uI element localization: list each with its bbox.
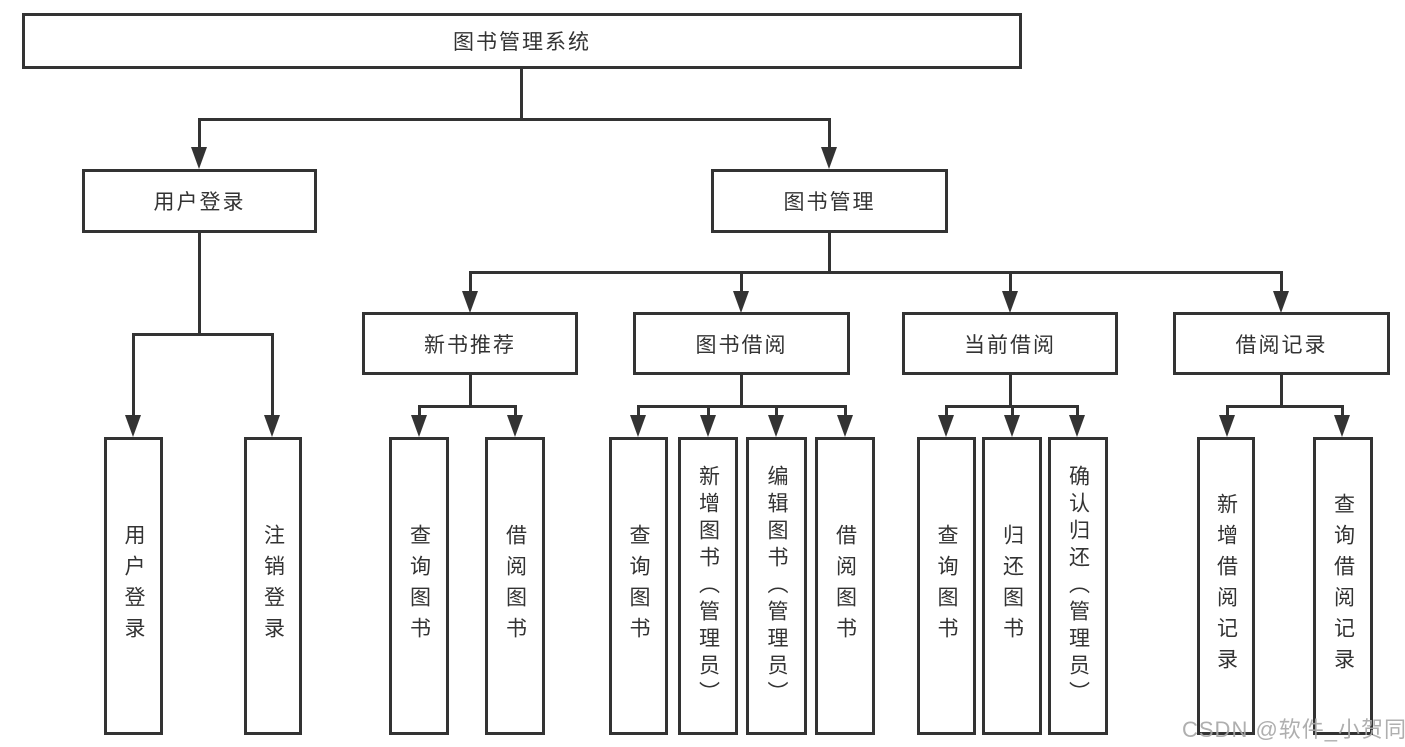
leaf-recommend-query-books-label: 查询图书	[407, 524, 431, 648]
arrow-down-bor-borrow	[837, 415, 853, 437]
arrow-down-rec-borrow	[507, 415, 523, 437]
leaf-user-login-label: 用户登录	[122, 524, 145, 648]
connector-to-bor-edit	[775, 407, 778, 416]
connector-root-to-book-mgmt	[828, 120, 831, 149]
connector-borrow-records-stem	[1280, 375, 1283, 407]
leaf-borrow-edit-books-admin: 编辑图书（管理员）	[746, 437, 807, 735]
arrow-down-new-book-rec	[462, 291, 478, 313]
arrow-down-brec-add	[1219, 415, 1235, 437]
connector-to-leaf-logout	[271, 335, 274, 416]
connector-to-cur-confirm	[1076, 407, 1079, 416]
leaf-current-return-books: 归还图书	[982, 437, 1042, 735]
node-current-borrow-label: 当前借阅	[964, 333, 1056, 357]
node-book-management: 图书管理	[711, 169, 948, 233]
leaf-recommend-query-books: 查询图书	[389, 437, 449, 735]
arrow-down-leaf-logout	[264, 415, 280, 437]
connector-to-bor-borrow	[844, 407, 847, 416]
arrow-down-user-login	[191, 147, 207, 169]
leaf-borrow-query-books-label: 查询图书	[627, 524, 650, 648]
connector-to-rec-borrow	[514, 407, 517, 416]
connector-to-rec-query	[418, 407, 421, 416]
arrow-down-leaf-user-login	[125, 415, 141, 437]
node-new-book-recommend: 新书推荐	[362, 312, 578, 375]
connector-to-brec-query	[1341, 407, 1344, 416]
leaf-borrow-borrow-books-label: 借阅图书	[833, 524, 857, 648]
connector-borrow-records-rail	[1226, 405, 1344, 408]
arrow-down-cur-confirm	[1069, 415, 1085, 437]
arrow-down-borrow-records	[1273, 291, 1289, 313]
connector-to-book-borrow	[740, 273, 743, 292]
leaf-records-add-record: 新增借阅记录	[1197, 437, 1255, 735]
leaf-recommend-borrow-books-label: 借阅图书	[503, 524, 527, 648]
connector-to-new-book-rec	[469, 273, 472, 292]
leaf-current-query-books: 查询图书	[917, 437, 976, 735]
connector-new-book-rec-stem	[469, 375, 472, 407]
arrow-down-book-mgmt	[821, 147, 837, 169]
connector-to-current-borrow	[1009, 273, 1012, 292]
node-borrow-records-label: 借阅记录	[1235, 333, 1328, 357]
connector-book-mgmt-stem	[828, 233, 831, 273]
node-borrow-records: 借阅记录	[1173, 312, 1390, 375]
leaf-records-query-record: 查询借阅记录	[1313, 437, 1373, 735]
connector-to-leaf-user-login	[132, 335, 135, 416]
connector-book-borrow-rail	[637, 405, 847, 408]
leaf-logout: 注销登录	[244, 437, 302, 735]
connector-to-cur-query	[945, 407, 948, 416]
leaf-logout-label: 注销登录	[261, 524, 285, 648]
connector-to-bor-add	[707, 407, 710, 416]
connector-current-borrow-stem	[1009, 375, 1012, 407]
connector-user-login-stem	[198, 233, 201, 335]
node-user-login-label: 用户登录	[153, 191, 246, 214]
leaf-recommend-borrow-books: 借阅图书	[485, 437, 545, 735]
csdn-watermark: CSDN @软件_小贺同学	[1182, 717, 1405, 742]
connector-root-rail	[198, 118, 831, 121]
arrow-down-brec-query	[1334, 415, 1350, 437]
connector-new-book-rec-rail	[418, 405, 517, 408]
leaf-user-login: 用户登录	[104, 437, 163, 735]
leaf-current-confirm-return-admin-label: 确认归还（管理员）	[1066, 464, 1090, 708]
leaf-borrow-borrow-books: 借阅图书	[815, 437, 875, 735]
arrow-down-cur-return	[1004, 415, 1020, 437]
node-book-borrow: 图书借阅	[633, 312, 850, 375]
arrow-down-rec-query	[411, 415, 427, 437]
leaf-borrow-add-books-admin-label: 新增图书（管理员）	[696, 464, 720, 708]
arrow-down-cur-query	[938, 415, 954, 437]
node-book-management-label: 图书管理	[783, 191, 876, 214]
leaf-current-confirm-return-admin: 确认归还（管理员）	[1048, 437, 1108, 735]
leaf-current-return-books-label: 归还图书	[1000, 524, 1024, 648]
connector-book-mgmt-rail	[469, 271, 1283, 274]
connector-to-bor-query	[637, 407, 640, 416]
leaf-records-add-record-label: 新增借阅记录	[1214, 493, 1238, 679]
leaf-borrow-add-books-admin: 新增图书（管理员）	[678, 437, 738, 735]
connector-current-borrow-rail	[945, 405, 1079, 408]
arrow-down-current-borrow	[1002, 291, 1018, 313]
node-user-login: 用户登录	[82, 169, 317, 233]
node-root-label: 图书管理系统	[453, 31, 591, 54]
connector-root-to-user-login	[198, 120, 201, 149]
leaf-borrow-edit-books-admin-label: 编辑图书（管理员）	[765, 464, 788, 708]
connector-user-login-rail	[132, 333, 274, 336]
connector-to-borrow-records	[1280, 273, 1283, 292]
node-book-borrow-label: 图书借阅	[695, 333, 788, 357]
node-root: 图书管理系统	[22, 13, 1022, 69]
leaf-current-query-books-label: 查询图书	[935, 524, 958, 648]
node-current-borrow: 当前借阅	[902, 312, 1118, 375]
connector-book-borrow-stem	[740, 375, 743, 407]
connector-to-cur-return	[1011, 407, 1014, 416]
arrow-down-bor-query	[630, 415, 646, 437]
leaf-records-query-record-label: 查询借阅记录	[1331, 493, 1355, 679]
connector-to-brec-add	[1226, 407, 1229, 416]
leaf-borrow-query-books: 查询图书	[609, 437, 668, 735]
arrow-down-bor-add	[700, 415, 716, 437]
node-new-book-recommend-label: 新书推荐	[424, 333, 516, 357]
arrow-down-bor-edit	[768, 415, 784, 437]
arrow-down-book-borrow	[733, 291, 749, 313]
connector-root-stem	[520, 67, 523, 120]
